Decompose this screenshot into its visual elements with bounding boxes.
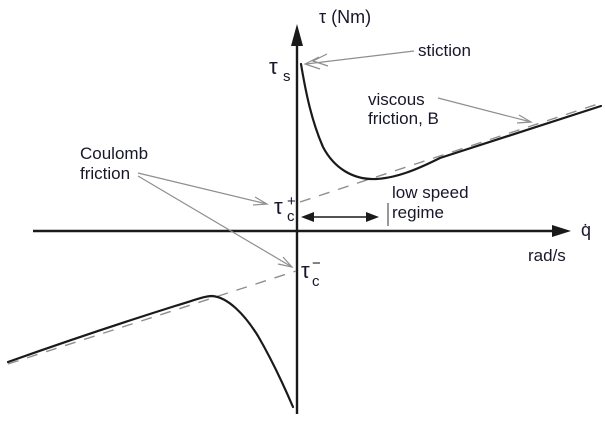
tau-c-plus-sup: + [287,193,296,210]
low-speed-label-line2: regime [392,203,444,222]
friction-curve-positive [299,62,603,181]
tau-c-plus-base: τ [274,194,283,219]
friction-curve-negative [6,294,295,409]
y-axis-label: τ (Nm) [319,7,371,27]
x-axis-units-label: rad/s [528,246,566,265]
asymptote-dashed-negative [7,270,297,365]
low-speed-label-line1: low speed [392,183,469,202]
tau-s-symbol: τ s [269,54,291,85]
range-arrowhead-right-icon [366,212,379,222]
viscous-label-line2: friction, B [368,109,439,128]
asymptote-dashed-positive [299,102,602,203]
tau-c-minus-symbol: τ c − [301,255,321,290]
tau-s-sub: s [283,68,291,85]
coulomb-label-line2: friction [80,164,130,183]
tau-c-plus-symbol: τ c + [274,193,296,225]
x-axis-arrow-icon [552,225,571,237]
coulomb-label-line1: Coulomb [80,144,148,163]
viscous-arrowhead-icon [516,114,533,124]
coulomb-arrowhead-positive-icon [252,196,269,206]
tau-s-base: τ [269,54,278,79]
coulomb-arrow-negative [137,175,293,268]
stiction-label: stiction [418,41,471,60]
y-axis-arrow-icon [291,24,303,46]
tau-c-minus-sub: c [312,273,320,290]
tau-c-minus-sup: − [312,255,321,272]
viscous-arrow [437,97,532,123]
stiction-arrowhead2-icon [311,53,329,67]
tau-c-plus-sub: c [287,208,295,225]
coulomb-arrowhead-negative-icon [277,256,294,268]
x-axis-symbol-label: q̇ [581,220,591,240]
coulomb-arrow-positive [137,172,268,205]
stiction-arrowhead-icon [303,56,321,70]
range-arrowhead-left-icon [301,212,314,222]
viscous-label-line1: viscous [368,90,425,109]
tau-c-minus-base: τ [301,258,310,283]
stiction-arrow [305,50,415,65]
